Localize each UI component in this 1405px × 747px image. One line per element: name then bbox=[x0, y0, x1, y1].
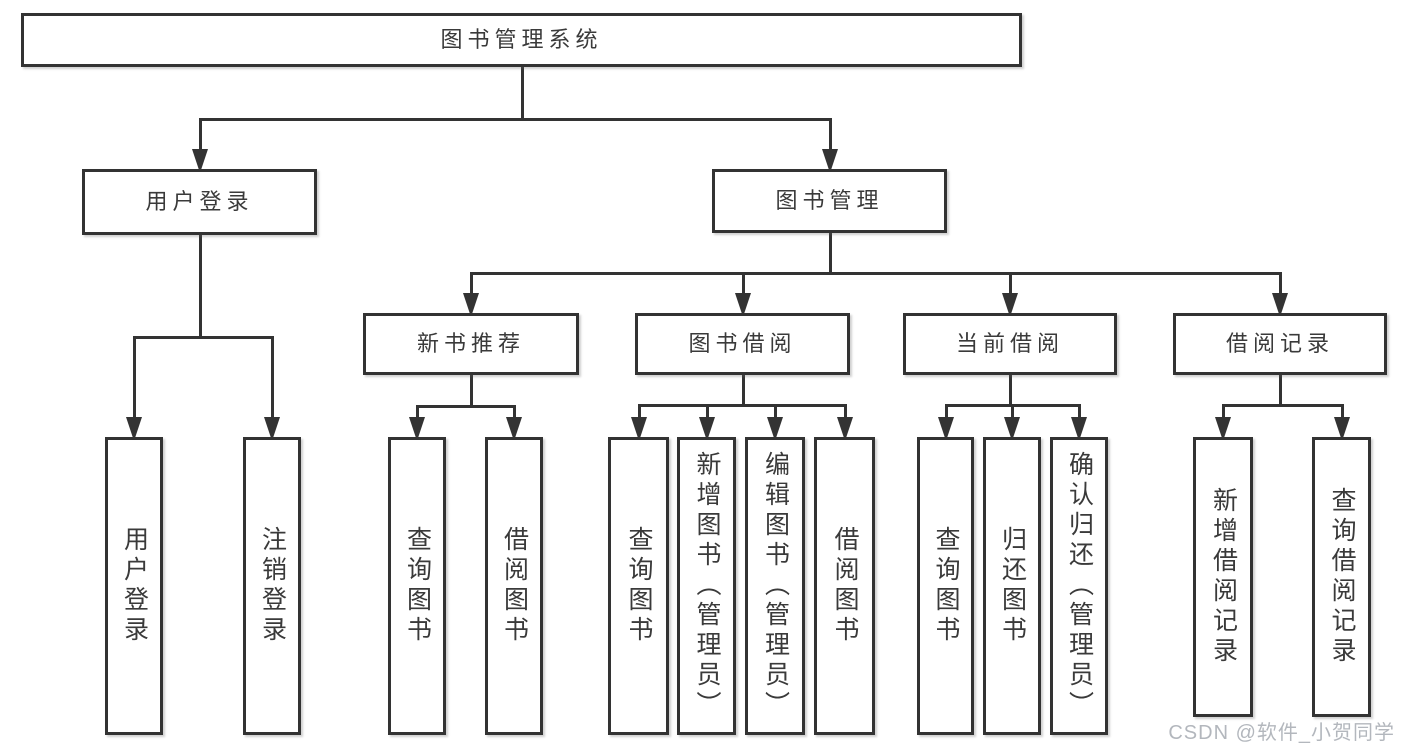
node-label-br-query: 查询借阅记录 bbox=[1328, 487, 1356, 667]
connector-stem-book-mgmt bbox=[828, 232, 832, 274]
node-user-login: 用户登录 bbox=[82, 169, 317, 235]
arrow-down-icon-bb-borrow bbox=[836, 417, 853, 441]
node-borrow-records: 借阅记录 bbox=[1173, 313, 1387, 375]
node-bb-query: 查询图书 bbox=[608, 437, 669, 735]
node-book-mgmt: 图书管理 bbox=[712, 169, 947, 233]
node-br-query: 查询借阅记录 bbox=[1312, 437, 1371, 717]
connector-rail-user-login bbox=[133, 336, 273, 339]
node-br-add: 新增借阅记录 bbox=[1193, 437, 1253, 717]
node-nb-borrow: 借阅图书 bbox=[485, 437, 543, 735]
arrow-down-icon-cb-confirm bbox=[1071, 417, 1087, 441]
connector-stem-borrow-records bbox=[1279, 374, 1282, 406]
node-cb-query: 查询图书 bbox=[917, 437, 974, 735]
connector-drop-logout-action bbox=[271, 336, 274, 434]
arrow-down-icon-login-action bbox=[126, 417, 142, 441]
node-label-current-borrow: 当前借阅 bbox=[955, 330, 1064, 356]
node-new-books: 新书推荐 bbox=[363, 313, 579, 375]
node-label-bb-borrow: 借阅图书 bbox=[831, 526, 859, 646]
node-label-user-login: 用户登录 bbox=[145, 188, 254, 214]
node-cb-confirm: 确认归还（管理员） bbox=[1050, 437, 1108, 735]
node-label-nb-borrow: 借阅图书 bbox=[500, 526, 529, 646]
node-label-br-add: 新增借阅记录 bbox=[1209, 487, 1238, 667]
connector-rail-system bbox=[198, 118, 831, 121]
node-label-cb-confirm: 确认归还（管理员） bbox=[1065, 451, 1094, 721]
connector-drop-login-action bbox=[133, 336, 136, 434]
node-label-bb-query: 查询图书 bbox=[625, 526, 653, 646]
node-label-system: 图书管理系统 bbox=[440, 26, 603, 52]
arrow-down-icon-nb-borrow bbox=[506, 417, 522, 441]
node-login-action: 用户登录 bbox=[105, 437, 163, 735]
node-book-borrow: 图书借阅 bbox=[635, 313, 850, 375]
connector-drop-new-books bbox=[470, 272, 473, 310]
node-cb-return: 归还图书 bbox=[983, 437, 1041, 735]
arrow-down-icon-bb-add bbox=[698, 417, 715, 441]
arrow-down-icon-cb-query bbox=[937, 417, 954, 441]
connector-stem-new-books bbox=[470, 374, 473, 407]
node-label-book-mgmt: 图书管理 bbox=[775, 187, 884, 213]
node-bb-edit: 编辑图书（管理员） bbox=[745, 437, 805, 735]
arrow-down-icon-book-borrow bbox=[734, 293, 751, 317]
arrow-down-icon-new-books bbox=[463, 293, 479, 317]
connector-drop-current-borrow bbox=[1009, 272, 1012, 310]
arrow-down-icon-br-add bbox=[1215, 417, 1231, 441]
node-system: 图书管理系统 bbox=[21, 13, 1022, 67]
node-current-borrow: 当前借阅 bbox=[903, 313, 1117, 375]
node-label-cb-query: 查询图书 bbox=[932, 526, 960, 646]
connector-stem-current-borrow bbox=[1009, 374, 1012, 406]
node-bb-borrow: 借阅图书 bbox=[814, 437, 875, 735]
node-label-cb-return: 归还图书 bbox=[998, 526, 1027, 646]
connector-drop-borrow-records bbox=[1279, 272, 1282, 310]
node-nb-query: 查询图书 bbox=[388, 437, 446, 735]
connector-rail-book-borrow bbox=[637, 404, 846, 407]
node-label-borrow-records: 借阅记录 bbox=[1225, 330, 1334, 356]
node-label-bb-edit: 编辑图书（管理员） bbox=[761, 451, 790, 721]
arrow-down-icon-bb-edit bbox=[767, 417, 783, 441]
arrow-down-icon-borrow-records bbox=[1272, 293, 1288, 317]
node-label-new-books: 新书推荐 bbox=[416, 330, 525, 356]
csdn-watermark: CSDN @软件_小贺同学 bbox=[1168, 722, 1395, 744]
arrow-down-icon-br-query bbox=[1333, 417, 1350, 441]
node-label-nb-query: 查询图书 bbox=[403, 526, 432, 646]
node-label-login-action: 用户登录 bbox=[120, 526, 149, 646]
connector-drop-book-mgmt bbox=[828, 118, 832, 166]
node-label-logout-action: 注销登录 bbox=[258, 526, 287, 646]
arrow-down-icon-user-login bbox=[191, 149, 208, 173]
connector-stem-book-borrow bbox=[741, 374, 745, 406]
connector-rail-borrow-records bbox=[1222, 404, 1343, 407]
connector-stem-user-login bbox=[198, 234, 202, 338]
arrow-down-icon-nb-query bbox=[409, 417, 425, 441]
connector-stem-system bbox=[520, 66, 524, 120]
connector-drop-book-borrow bbox=[741, 272, 745, 310]
arrow-down-icon-logout-action bbox=[264, 417, 280, 441]
arrow-down-icon-book-mgmt bbox=[821, 149, 838, 173]
connector-rail-book-mgmt bbox=[470, 272, 1281, 275]
connector-rail-new-books bbox=[416, 405, 515, 408]
node-label-bb-add: 新增图书（管理员） bbox=[693, 451, 721, 721]
node-bb-add: 新增图书（管理员） bbox=[677, 437, 736, 735]
arrow-down-icon-cb-return bbox=[1004, 417, 1020, 441]
arrow-down-icon-current-borrow bbox=[1002, 293, 1018, 317]
arrow-down-icon-bb-query bbox=[630, 417, 647, 441]
node-logout-action: 注销登录 bbox=[243, 437, 301, 735]
node-label-book-borrow: 图书借阅 bbox=[688, 330, 797, 356]
connector-drop-user-login bbox=[198, 118, 202, 166]
